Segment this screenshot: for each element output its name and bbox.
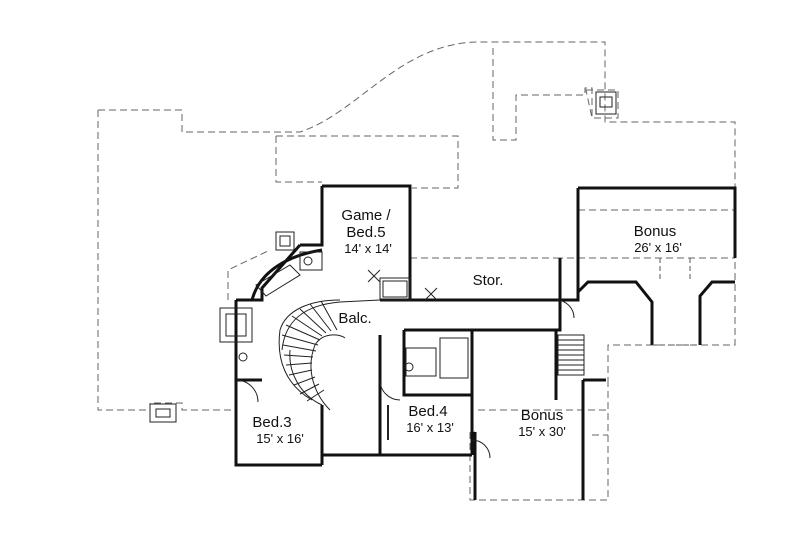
bed3-dimensions: 15' x 16' [256,431,304,446]
straight-stairs [557,334,585,376]
door-swings [235,269,575,459]
bonus-bottom-dimensions: 15' x 30' [518,424,566,439]
closets [219,251,469,440]
roof-outline [97,41,736,501]
bed4-dimensions: 16' x 13' [406,420,454,435]
balcony-label: Balc. [338,310,371,327]
bed5-label: Bed.5 [346,224,385,241]
bonus-dormers [576,258,735,346]
bonus-top-dimensions: 26' x 16' [634,240,682,255]
storage-label: Stor. [473,272,504,289]
bonus-bottom-label: Bonus [521,407,564,424]
bed3-label: Bed.3 [252,414,291,431]
game-room-label: Game / [341,207,391,224]
room-labels: Game / Bed.5 14' x 14' Bonus 26' x 16' S… [252,207,681,446]
chimney-boxes [149,91,617,423]
game-room-dimensions: 14' x 14' [344,241,392,256]
curved-staircase [278,299,381,411]
bonus-top-label: Bonus [634,223,677,240]
bed4-label: Bed.4 [408,403,447,420]
